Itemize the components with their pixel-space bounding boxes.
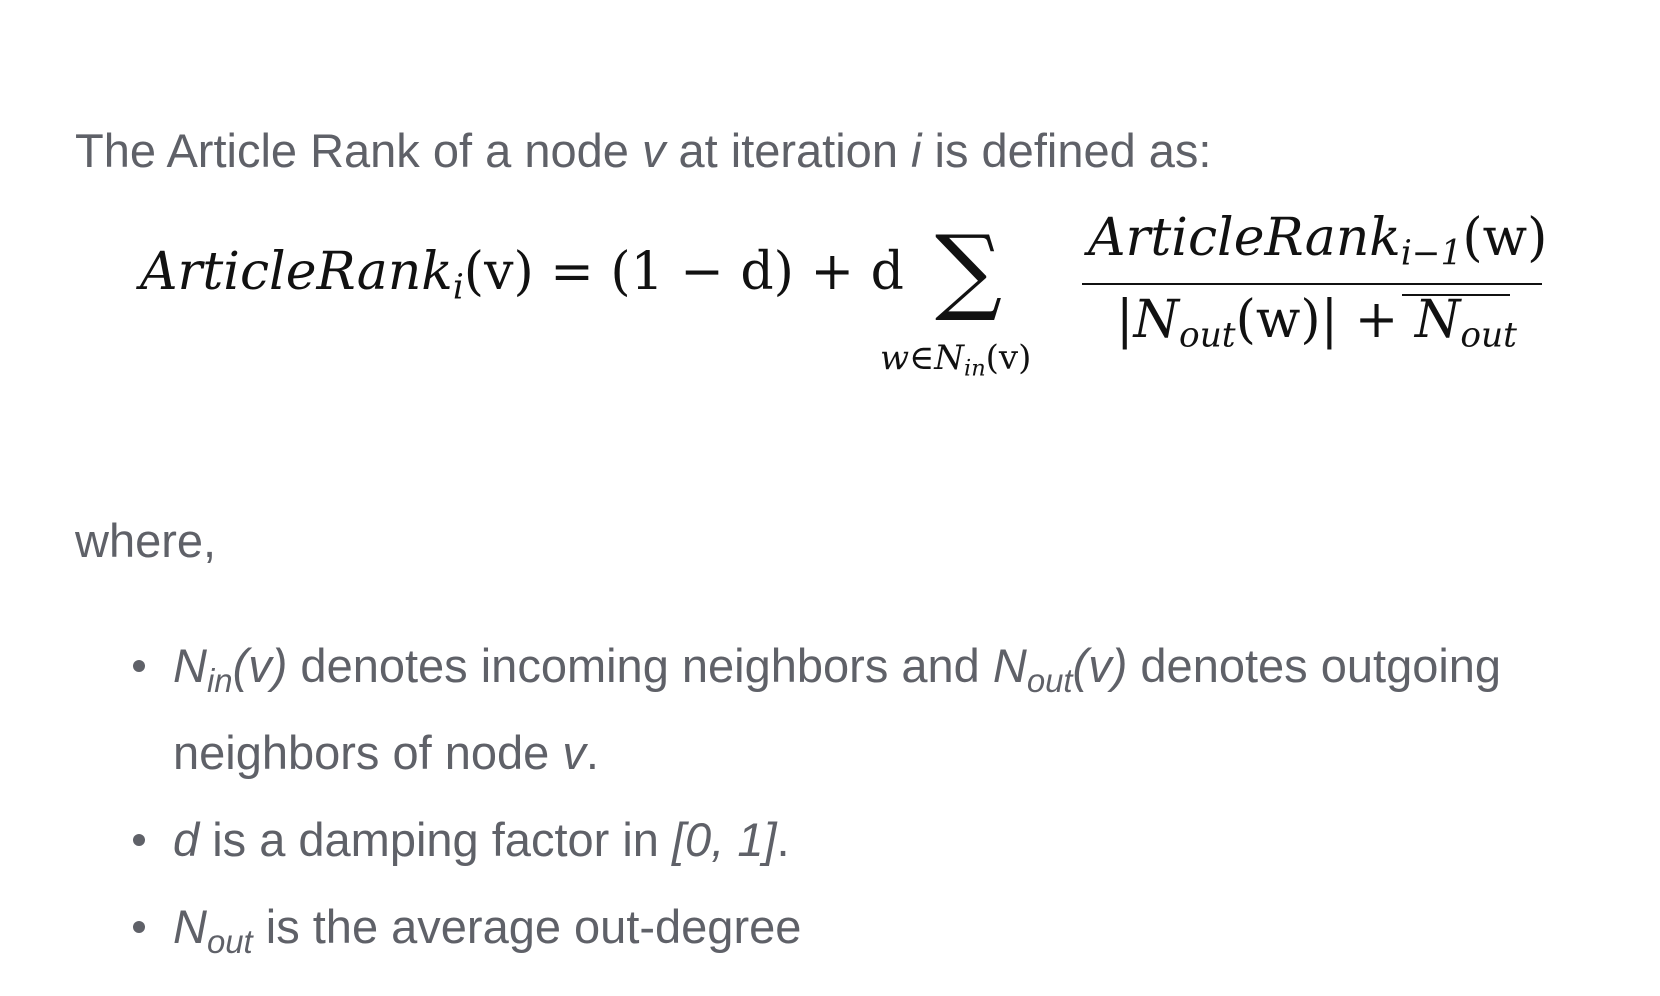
node-var: v: [562, 726, 586, 779]
denominator-open: |N: [1116, 290, 1180, 350]
summation-sub-w: w∈N: [880, 338, 965, 378]
fraction-numerator: ArticleRanki−1(w): [1088, 208, 1548, 271]
list-item: Nin(v) denotes incoming neighbors and No…: [130, 622, 1650, 796]
n-out-sub: out: [1026, 661, 1073, 699]
list-item: d is a damping factor in [0, 1].: [130, 796, 1650, 883]
numerator-sub: i−1: [1400, 233, 1463, 274]
average-overbar: [1402, 294, 1510, 296]
summation-symbol: ∑: [935, 216, 1003, 325]
denominator-bar-sub: out: [1460, 315, 1517, 356]
summation-sub-in: in: [964, 355, 986, 382]
definitions-list: Nin(v) denotes incoming neighbors and No…: [130, 622, 1650, 970]
n-in-symbol: N: [173, 639, 207, 692]
intro-text-2: at iteration: [665, 124, 912, 177]
avg-n-symbol: N: [173, 900, 207, 953]
numerator-name: ArticleRank: [1088, 208, 1401, 268]
list-item: Nout is the average out-degree: [130, 883, 1650, 970]
bullet-text: denotes incoming neighbors and: [287, 639, 993, 692]
n-in-sub: in: [206, 661, 233, 699]
intro-text-3: is defined as:: [921, 124, 1212, 177]
denominator-mid: (w)| +: [1235, 290, 1415, 350]
damping-var: d: [173, 813, 200, 866]
intro-var-i: i: [911, 124, 922, 177]
bullet-text: denotes outgoing neighbors of node: [173, 639, 1502, 779]
n-out-symbol: N: [992, 639, 1027, 692]
fraction-bar: [1082, 283, 1542, 285]
formula-lhs-arg: (v) = (1 − d) + d: [463, 242, 904, 302]
intro-var-v: v: [641, 124, 666, 177]
summation-subscript: w∈Nin(v): [880, 338, 1032, 382]
intro-text-1: The Article Rank of a node: [75, 124, 642, 177]
bullet-end: .: [776, 813, 790, 866]
denominator-sub: out: [1179, 315, 1236, 356]
formula-lhs-name: ArticleRank: [140, 242, 453, 302]
denominator-bar-n: N: [1414, 290, 1461, 350]
numerator-arg: (w): [1462, 208, 1548, 268]
damping-range: [0, 1]: [672, 813, 777, 866]
bullet-end: .: [585, 726, 599, 779]
fraction-denominator: |Nout(w)| + Nout: [1116, 290, 1517, 353]
bullet-text: is the average out-degree: [252, 900, 802, 953]
summation-sub-arg: (v): [985, 338, 1032, 378]
bullet-text: is a damping factor in: [199, 813, 672, 866]
formula-lhs: ArticleRanki(v) = (1 − d) + d: [140, 242, 904, 305]
formula-lhs-sub: i: [452, 267, 464, 308]
where-label: where,: [75, 514, 217, 567]
intro-sentence: The Article Rank of a node v at iteratio…: [75, 121, 1212, 181]
article-rank-formula: ArticleRanki(v) = (1 − d) + d ∑ w∈Nin(v)…: [0, 0, 1660, 420]
n-out-arg: (v): [1072, 639, 1128, 692]
n-in-arg: (v): [232, 639, 288, 692]
avg-n-sub: out: [206, 922, 253, 960]
